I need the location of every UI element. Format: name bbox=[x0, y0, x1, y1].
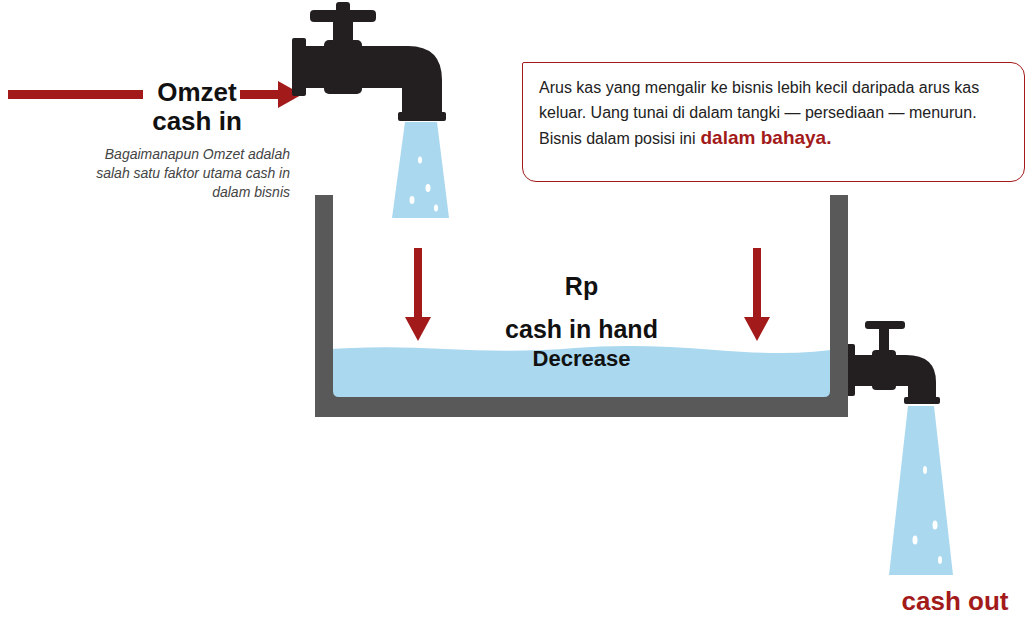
faucet-nut bbox=[324, 40, 362, 94]
tank-text: Decrease bbox=[315, 346, 848, 372]
water-spray bbox=[889, 406, 953, 575]
droplet bbox=[933, 521, 938, 530]
faucet-top bbox=[292, 2, 446, 121]
down-arrow bbox=[405, 248, 431, 341]
droplet bbox=[426, 184, 431, 192]
faucet-body bbox=[300, 46, 442, 118]
faucet-right bbox=[845, 321, 940, 404]
tank-text: cash in hand bbox=[315, 314, 848, 344]
faucet-tip bbox=[398, 112, 446, 121]
warning-text: dalam bahaya. bbox=[701, 127, 832, 148]
callout-box: Arus kas yang mengalir ke bisnis lebih k… bbox=[522, 62, 1025, 182]
droplet bbox=[938, 556, 942, 564]
droplet bbox=[913, 536, 918, 545]
droplet bbox=[923, 466, 927, 474]
note-text: Bagaimanapun Omzet adalah salah satu fak… bbox=[78, 145, 290, 202]
tank-text: Rp bbox=[315, 271, 848, 301]
tank-wall bbox=[315, 195, 848, 417]
revenue-label: Omzet cash in bbox=[137, 78, 257, 136]
droplet bbox=[410, 196, 415, 204]
faucet-nut bbox=[872, 350, 896, 390]
down-arrow bbox=[744, 248, 770, 341]
droplet bbox=[418, 157, 422, 164]
red-arrow-shaft bbox=[240, 90, 280, 99]
faucet-tip bbox=[904, 397, 940, 404]
water-spray bbox=[392, 122, 449, 218]
tank-outline bbox=[315, 195, 848, 417]
cash-out-label: cash out bbox=[885, 586, 1025, 616]
droplet bbox=[434, 205, 438, 212]
red-bar bbox=[8, 90, 143, 99]
cash-tank: Rp cash in handDecrease bbox=[315, 195, 848, 417]
